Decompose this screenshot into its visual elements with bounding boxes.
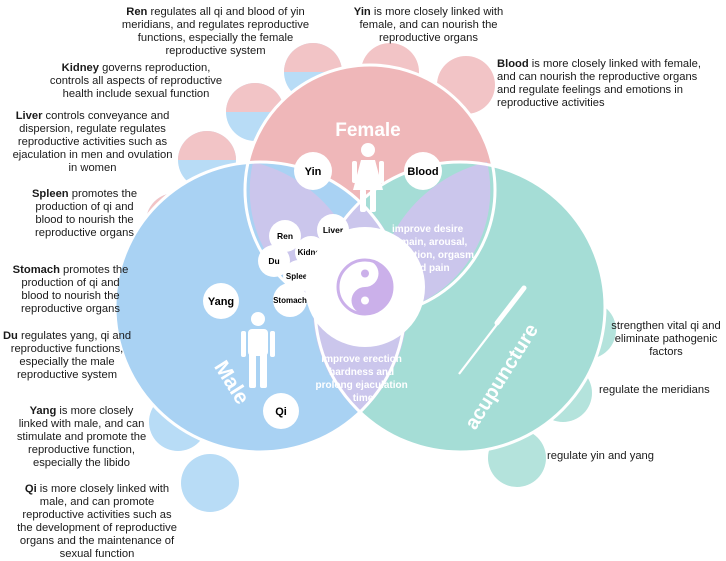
stomach-description: Stomach promotes the production of qi an… <box>12 264 129 315</box>
ren-description: Ren regulates all qi and blood of yin me… <box>121 6 310 57</box>
yang-description: Yang is more closely linked with male, a… <box>16 405 147 469</box>
acupuncture-effect-yin-yang: regulate yin and yang <box>547 450 654 462</box>
acupuncture-effect-vital-qi: strengthen vital qi and eliminate pathog… <box>611 320 721 358</box>
female-acupuncture-text: improve desire domain, arousal, lubricat… <box>381 224 477 274</box>
organ-ren: Ren <box>277 231 293 241</box>
acupuncture-effect-meridians: regulate the meridians <box>599 384 710 396</box>
satellite-circle-qi <box>181 454 239 512</box>
yang-label: Yang <box>208 296 234 308</box>
organ-kidney: Kidney <box>298 248 325 257</box>
yin-label: Yin <box>305 166 322 178</box>
female-title: Female <box>335 120 400 141</box>
qi-label: Qi <box>275 406 287 418</box>
acupuncture-needle-icon <box>458 285 527 375</box>
female-person-icon <box>352 143 384 212</box>
qi-description: Qi is more closely linked with male, and… <box>17 483 177 560</box>
du-description: Du regulates yang, qi and reproductive f… <box>2 330 132 381</box>
organ-du: Du <box>268 256 279 266</box>
blood-label: Blood <box>407 166 438 178</box>
yin-yang-icon <box>336 258 394 316</box>
organ-stomach: Stomach <box>273 296 307 305</box>
liver-description: Liver controls conveyance and dispersion… <box>12 110 173 174</box>
spleen-description: Spleen promotes the production of qi and… <box>31 188 138 239</box>
organ-liver: Liver <box>323 225 344 235</box>
male-person-icon <box>241 312 275 388</box>
kidney-description: Kidney governs reproduction, controls al… <box>49 62 223 100</box>
organ-spleen: Spleen <box>286 272 312 281</box>
blood-description: Blood is more closely linked with female… <box>497 58 701 109</box>
male-acupuncture-text: improve erection hardness and prolong ej… <box>315 354 410 404</box>
yin-description: Yin is more closely linked with female, … <box>353 6 504 44</box>
